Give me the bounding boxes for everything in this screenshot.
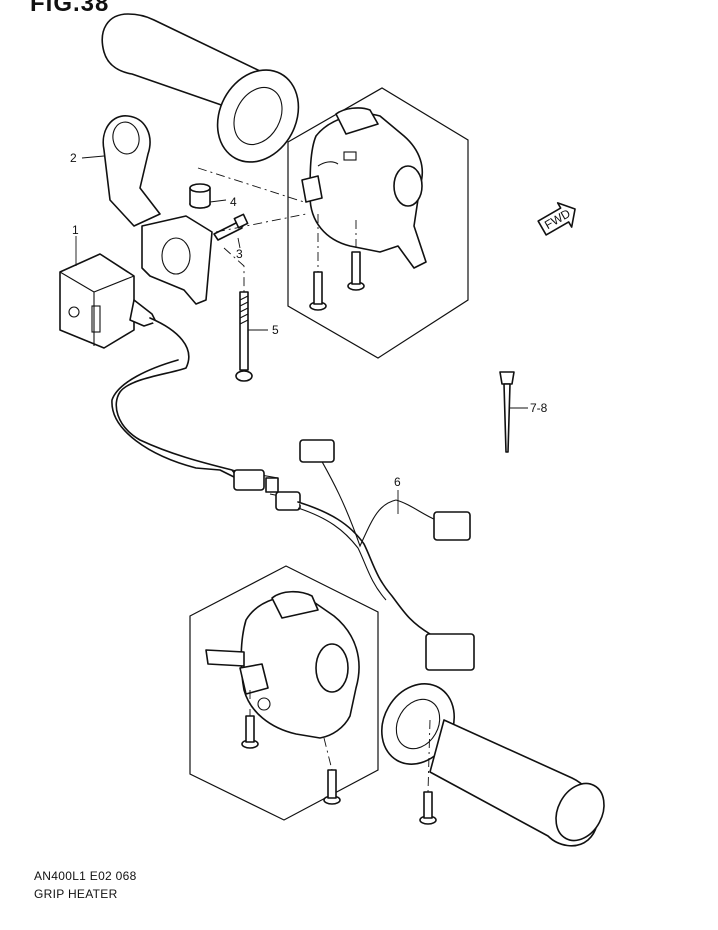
callout-6: 6 xyxy=(394,475,401,489)
figure-label: FIG.38 xyxy=(30,0,110,17)
left-switch-screw-bottom[interactable] xyxy=(323,769,341,805)
left-switch-screw-top[interactable] xyxy=(241,715,259,749)
right-switch-screw-right[interactable] xyxy=(347,251,365,291)
right-grip[interactable] xyxy=(368,671,614,849)
callout-3: 3 xyxy=(236,247,243,261)
left-switch-housing[interactable] xyxy=(205,590,360,739)
right-switch-housing[interactable] xyxy=(301,107,427,269)
left-grip[interactable] xyxy=(101,13,314,176)
callout-4: 4 xyxy=(230,195,237,209)
part-2-bracket[interactable] xyxy=(102,115,213,305)
assembly-guide-lines xyxy=(197,167,431,793)
part-4-collar[interactable] xyxy=(189,183,211,209)
fwd-arrow-icon: FWD xyxy=(537,202,576,236)
callout-5: 5 xyxy=(272,323,279,337)
figure-code: AN400L1 E02 068 xyxy=(34,869,137,883)
right-grip-screw[interactable] xyxy=(419,791,437,825)
part-7-8-cable-tie[interactable] xyxy=(499,371,515,453)
callout-2: 2 xyxy=(70,151,77,165)
figure-title: GRIP HEATER xyxy=(34,887,118,901)
right-switch-screw-left[interactable] xyxy=(309,271,327,311)
callout-7-8: 7-8 xyxy=(530,401,548,415)
callout-leaders xyxy=(75,155,528,514)
part-6-harness[interactable] xyxy=(111,317,475,671)
part-5-bolt[interactable] xyxy=(235,291,253,382)
part-1-controller[interactable] xyxy=(59,253,157,349)
left-switch-assembly-frame xyxy=(189,565,379,821)
part-3-screw[interactable] xyxy=(213,213,249,241)
callout-1: 1 xyxy=(72,223,79,237)
right-switch-assembly-frame xyxy=(287,87,469,359)
